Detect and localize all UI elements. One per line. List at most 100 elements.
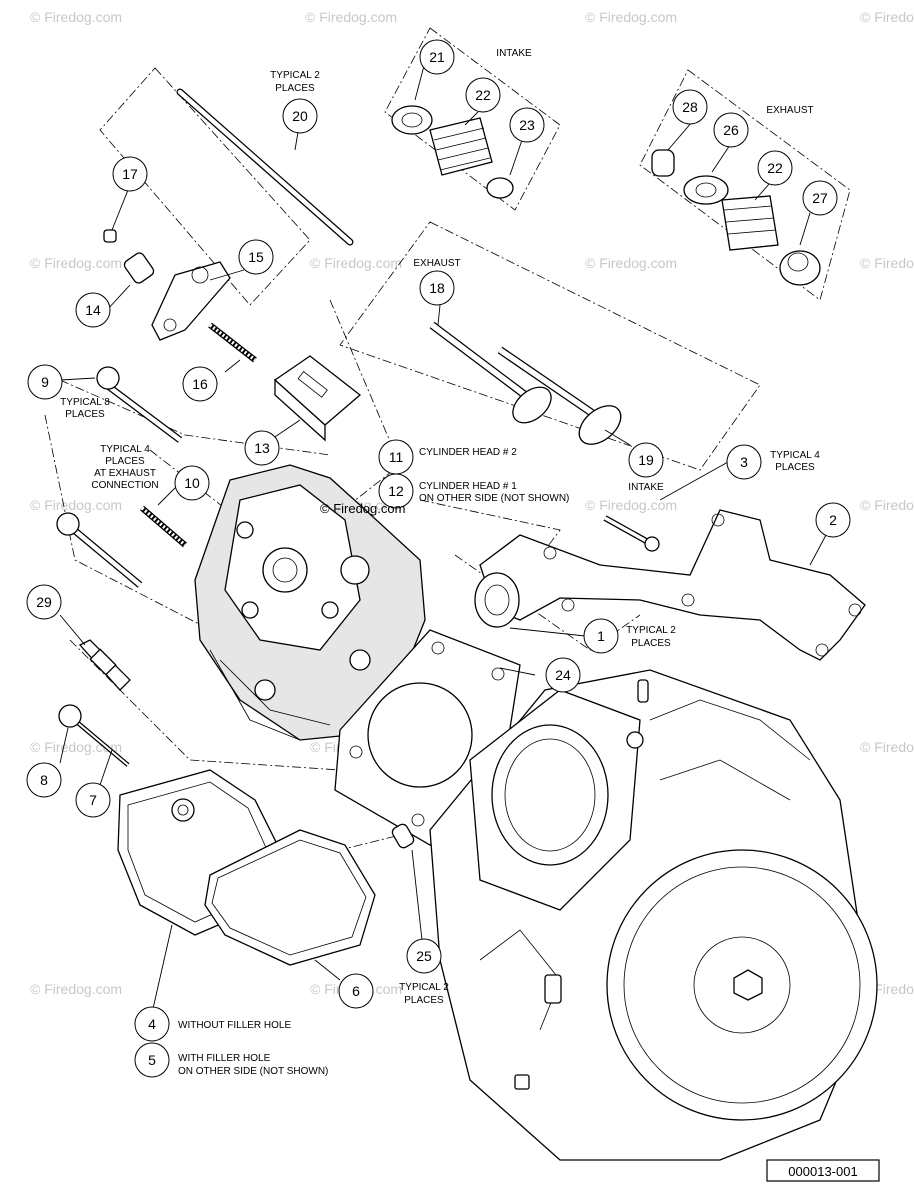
callout-20: 20 xyxy=(282,98,318,134)
exhaust-manifold xyxy=(474,509,866,661)
svg-text:25: 25 xyxy=(416,948,432,964)
svg-text:1: 1 xyxy=(597,628,605,644)
svg-text:29: 29 xyxy=(36,594,52,610)
engine-block xyxy=(429,669,878,1161)
callout-1: 1 xyxy=(583,618,619,654)
label-gasket1: TYPICAL 2 xyxy=(626,625,676,636)
svg-text:16: 16 xyxy=(192,376,208,392)
svg-text:15: 15 xyxy=(248,249,264,265)
svg-text:20: 20 xyxy=(292,108,308,124)
svg-text:27: 27 xyxy=(812,190,828,206)
svg-text:11: 11 xyxy=(389,449,404,465)
svg-text:5: 5 xyxy=(148,1052,156,1068)
label-cylinder-head-1-note: ON OTHER SIDE (NOT SHOWN) xyxy=(419,493,569,504)
callout-12: 12 xyxy=(378,473,414,509)
cover-gasket xyxy=(204,829,376,966)
intake-valve-spring-set xyxy=(391,105,514,199)
callout-24: 24 xyxy=(545,657,581,693)
svg-text:28: 28 xyxy=(682,99,698,115)
callout-13: 13 xyxy=(244,430,280,466)
label-gasket1: PLACES xyxy=(631,638,671,649)
callout-22-intake: 22 xyxy=(465,77,501,113)
callout-15: 15 xyxy=(238,239,274,275)
svg-text:21: 21 xyxy=(429,49,445,65)
watermark: © Firedog.com xyxy=(305,9,397,25)
svg-text:10: 10 xyxy=(184,475,200,491)
callout-17: 17 xyxy=(112,156,148,192)
svg-text:2: 2 xyxy=(829,512,837,528)
watermark: © Firedog.com xyxy=(310,255,402,271)
svg-text:26: 26 xyxy=(723,122,739,138)
leader-lines xyxy=(59,61,827,1014)
manifold-bolt xyxy=(603,515,660,552)
watermark: © Firedog.com xyxy=(860,497,914,513)
callout-3: 3 xyxy=(726,444,762,480)
callout-7: 7 xyxy=(75,782,111,818)
head-bolt-lower xyxy=(56,512,143,588)
label-exhaust-springs: EXHAUST xyxy=(766,105,813,116)
svg-text:12: 12 xyxy=(388,483,404,499)
svg-text:13: 13 xyxy=(254,440,270,456)
svg-text:3: 3 xyxy=(740,454,748,470)
svg-text:24: 24 xyxy=(555,667,571,683)
svg-text:23: 23 xyxy=(519,117,535,133)
label-stud10: AT EXHAUST xyxy=(94,468,156,479)
annotation-labels: INTAKE EXHAUST TYPICAL 2 PLACES EXHAUST … xyxy=(60,48,820,1077)
label-cover-with-filler-note: ON OTHER SIDE (NOT SHOWN) xyxy=(178,1066,328,1077)
svg-text:18: 18 xyxy=(429,280,445,296)
label-exhaust-valve: EXHAUST xyxy=(413,258,460,269)
label-cover-without-filler: WITHOUT FILLER HOLE xyxy=(178,1020,291,1031)
watermark: © Firedog.com xyxy=(585,497,677,513)
callout-28: 28 xyxy=(672,89,708,125)
callout-18: 18 xyxy=(419,270,455,306)
document-number-box: 000013-001 xyxy=(766,1159,880,1182)
label-pushrod: PLACES xyxy=(275,83,315,94)
rocker-arm-group xyxy=(103,229,257,363)
callout-19: 19 xyxy=(628,442,664,478)
svg-text:7: 7 xyxy=(89,792,97,808)
spark-plug xyxy=(78,639,131,691)
center-watermark: © Firedog.com xyxy=(320,501,405,516)
callout-21: 21 xyxy=(419,39,455,75)
callout-16: 16 xyxy=(182,366,218,402)
callout-26: 26 xyxy=(713,112,749,148)
cover-bolt xyxy=(58,704,130,767)
exhaust-valve-spring-set xyxy=(651,149,821,286)
label-cover-with-filler: WITH FILLER HOLE xyxy=(178,1053,271,1064)
label-bolt3: TYPICAL 4 xyxy=(770,450,820,461)
label-stud10: CONNECTION xyxy=(91,480,158,491)
label-bolt9: PLACES xyxy=(65,409,105,420)
cylinder-head xyxy=(194,464,426,741)
callout-9: 9 xyxy=(27,364,63,400)
watermark: © Firedog.com xyxy=(30,255,122,271)
label-intake-springs: INTAKE xyxy=(496,48,532,59)
label-cylinder-head-1: CYLINDER HEAD # 1 xyxy=(419,481,517,492)
label-bolt3: PLACES xyxy=(775,462,815,473)
callout-5: 5 xyxy=(134,1042,170,1078)
callout-11: 11 xyxy=(378,439,414,475)
svg-text:8: 8 xyxy=(40,772,48,788)
callout-29: 29 xyxy=(26,584,62,620)
watermark: © Firedog.com xyxy=(30,9,122,25)
head-bolt xyxy=(96,366,183,443)
svg-text:14: 14 xyxy=(85,302,101,318)
label-intake-valve: INTAKE xyxy=(628,482,664,493)
callout-2: 2 xyxy=(815,502,851,538)
svg-text:9: 9 xyxy=(41,374,49,390)
svg-text:6: 6 xyxy=(352,983,360,999)
guide-plate xyxy=(273,355,362,442)
svg-text:4: 4 xyxy=(148,1016,156,1032)
label-pushrod: TYPICAL 2 xyxy=(270,70,320,81)
callout-4: 4 xyxy=(134,1006,170,1042)
callout-23: 23 xyxy=(509,107,545,143)
svg-text:19: 19 xyxy=(638,452,654,468)
watermark: © Firedog.com xyxy=(585,255,677,271)
svg-text:17: 17 xyxy=(122,166,138,182)
label-dowel25: TYPICAL 2 xyxy=(399,982,449,993)
callout-10: 10 xyxy=(174,465,210,501)
pushrod xyxy=(176,88,354,246)
callouts: 1 2 3 4 5 6 7 8 9 10 11 12 13 14 15 16 1… xyxy=(26,39,851,1078)
svg-text:22: 22 xyxy=(767,160,783,176)
exhaust-stud xyxy=(140,505,187,548)
